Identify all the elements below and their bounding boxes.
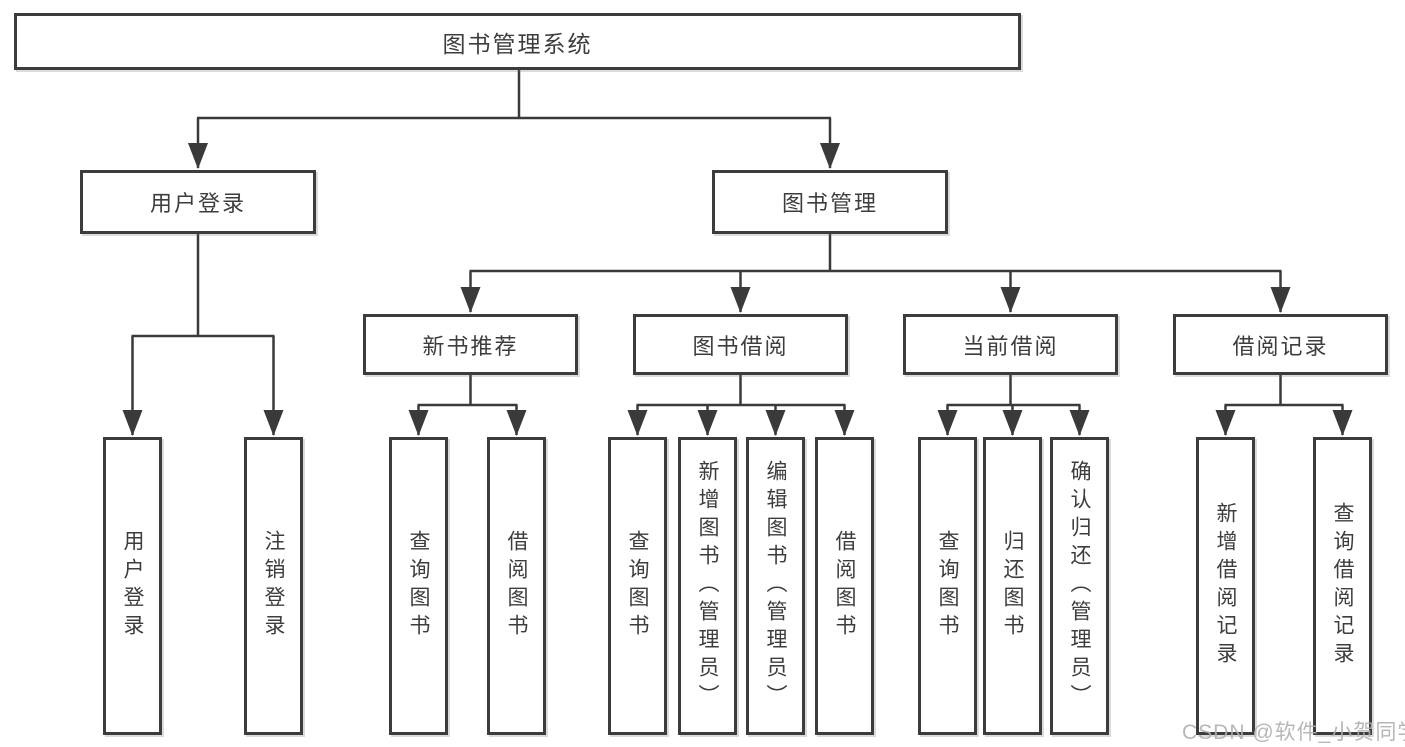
leaf-borrow-books-recommend: 借阅图书 <box>487 437 546 735</box>
leaf-logout: 注销登录 <box>244 437 303 735</box>
leaf-borrow-books-label: 借阅图书 <box>833 530 856 642</box>
leaf-query-borrow-record: 查询借阅记录 <box>1313 437 1372 735</box>
leaf-query-books-borrow: 查询图书 <box>608 437 667 735</box>
leaf-query-borrow-record-label: 查询借阅记录 <box>1331 502 1354 670</box>
leaf-add-books-admin: 新增图书（管理员） <box>678 437 737 735</box>
leaf-user-login: 用户登录 <box>103 437 162 735</box>
leaf-borrow-books: 借阅图书 <box>815 437 874 735</box>
csdn-watermark: CSDN @软件_小贺同学 <box>1182 721 1405 744</box>
node-new-book-recommendation: 新书推荐 <box>363 314 578 375</box>
leaf-borrow-books-recommend-label: 借阅图书 <box>505 530 528 642</box>
leaf-query-books-current-label: 查询图书 <box>936 530 959 642</box>
leaf-add-borrow-record-label: 新增借阅记录 <box>1214 502 1237 670</box>
leaf-add-borrow-record: 新增借阅记录 <box>1196 437 1255 735</box>
leaf-user-login-label: 用户登录 <box>121 530 144 642</box>
leaf-return-books-label: 归还图书 <box>1001 530 1024 642</box>
leaf-add-books-admin-label: 新增图书（管理员） <box>696 460 719 712</box>
node-current-borrowing: 当前借阅 <box>903 314 1118 375</box>
leaf-query-books-borrow-label: 查询图书 <box>626 530 649 642</box>
leaf-return-books: 归还图书 <box>983 437 1042 735</box>
leaf-query-books-recommend: 查询图书 <box>389 437 448 735</box>
node-library-management-system: 图书管理系统 <box>14 13 1021 70</box>
leaf-query-books-recommend-label: 查询图书 <box>407 530 430 642</box>
node-book-borrowing: 图书借阅 <box>633 314 848 375</box>
leaf-confirm-return-admin-label: 确认归还（管理员） <box>1068 460 1091 712</box>
leaf-edit-books-admin: 编辑图书（管理员） <box>746 437 805 735</box>
node-book-management: 图书管理 <box>712 170 948 234</box>
leaf-edit-books-admin-label: 编辑图书（管理员） <box>764 460 787 712</box>
leaf-confirm-return-admin: 确认归还（管理员） <box>1050 437 1109 735</box>
node-user-login: 用户登录 <box>80 170 316 234</box>
leaf-logout-label: 注销登录 <box>262 530 285 642</box>
node-borrowing-records: 借阅记录 <box>1173 314 1388 375</box>
leaf-query-books-current: 查询图书 <box>918 437 977 735</box>
